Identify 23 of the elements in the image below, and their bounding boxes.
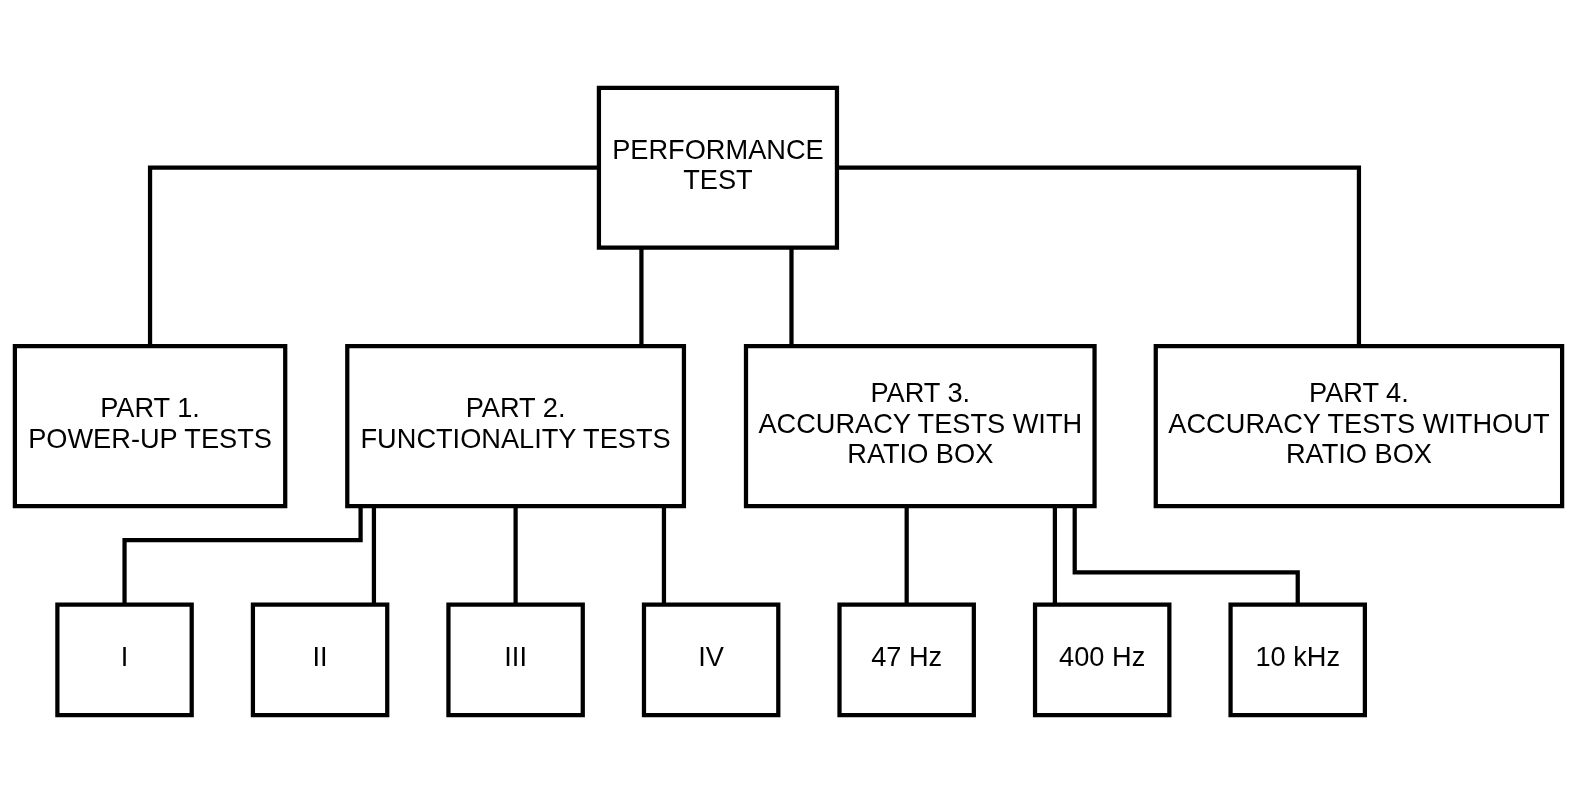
node-box: 10 kHz (1228, 602, 1367, 718)
node-box: 47 Hz (837, 602, 976, 718)
node-box: PART 4. ACCURACY TESTS WITHOUT RATIO BOX (1153, 344, 1565, 509)
node-box: IV (641, 602, 781, 718)
node-box: PART 1. POWER-UP TESTS (12, 344, 288, 509)
connector (371, 506, 377, 605)
connector (513, 506, 518, 605)
connector (661, 506, 667, 605)
node-box: 400 Hz (1032, 602, 1172, 718)
connector (1052, 506, 1057, 605)
connector (837, 165, 1362, 346)
node-box: II (250, 602, 390, 718)
node-box: PART 3. ACCURACY TESTS WITH RATIO BOX (743, 344, 1097, 509)
node-box: PERFORMANCE TEST (596, 85, 840, 250)
node-box: I (55, 602, 194, 718)
connector (1072, 506, 1300, 605)
node-box: PART 2. FUNCTIONALITY TESTS (345, 344, 687, 509)
node-box: III (446, 602, 585, 718)
connector (639, 248, 644, 346)
connector (122, 506, 363, 605)
connector (147, 165, 599, 346)
connector (904, 506, 909, 605)
connector (789, 248, 794, 346)
